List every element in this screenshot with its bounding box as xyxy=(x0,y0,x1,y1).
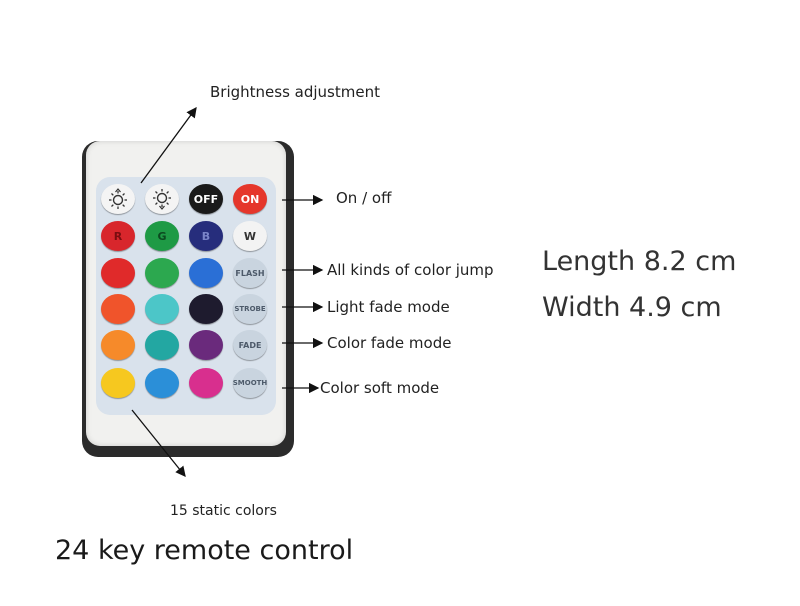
light-fade-label: Light fade mode xyxy=(327,298,450,316)
color-button[interactable] xyxy=(189,368,223,398)
color-button[interactable] xyxy=(145,258,179,288)
color-button[interactable] xyxy=(145,368,179,398)
white-button[interactable]: W xyxy=(233,221,267,251)
color-button[interactable] xyxy=(189,294,223,324)
color-button[interactable] xyxy=(101,330,135,360)
smooth-button[interactable]: SMOOTH xyxy=(233,368,267,398)
fade-button[interactable]: FADE xyxy=(233,330,267,360)
color-button[interactable] xyxy=(189,258,223,288)
blue-button[interactable]: B xyxy=(189,221,223,251)
color-button[interactable] xyxy=(101,258,135,288)
strobe-button[interactable]: STROBE xyxy=(233,294,267,324)
green-button[interactable]: G xyxy=(145,221,179,251)
length-text: Length 8.2 cm xyxy=(542,246,737,277)
on-button[interactable]: ON xyxy=(233,184,267,214)
color-soft-label: Color soft mode xyxy=(320,379,440,397)
color-button[interactable] xyxy=(101,294,135,324)
sun-up-icon xyxy=(109,188,127,209)
color-button[interactable] xyxy=(145,294,179,324)
color-button[interactable] xyxy=(101,368,135,398)
static-colors-label: 15 static colors xyxy=(170,503,277,519)
on-off-label: On / off xyxy=(336,189,392,207)
page-title: 24 key remote control xyxy=(55,535,354,566)
brightness-label: Brightness adjustment xyxy=(210,83,380,101)
color-jump-label: All kinds of color jump xyxy=(327,261,494,279)
color-fade-label: Color fade mode xyxy=(327,334,452,352)
static-colors-arrow xyxy=(131,409,186,478)
color-button[interactable] xyxy=(189,330,223,360)
brightness-down-button[interactable] xyxy=(145,184,179,214)
brightness-arrow xyxy=(140,106,197,184)
brightness-up-button[interactable] xyxy=(101,184,135,214)
off-button[interactable]: OFF xyxy=(189,184,223,214)
sun-down-icon xyxy=(153,189,171,210)
color-button[interactable] xyxy=(145,330,179,360)
width-text: Width 4.9 cm xyxy=(542,292,722,323)
flash-button[interactable]: FLASH xyxy=(233,258,267,288)
red-button[interactable]: R xyxy=(101,221,135,251)
